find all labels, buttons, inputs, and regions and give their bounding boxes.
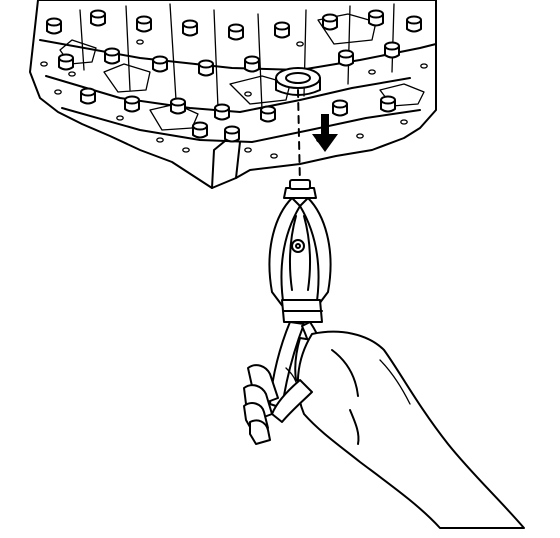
bolt-icon [224,125,240,143]
bolt-icon [274,21,290,39]
hole-icon [270,153,278,159]
hole-icon [54,89,62,95]
bolt-icon [338,49,354,67]
bolt-icon [332,99,348,117]
bolt-icon [182,19,198,37]
hand [243,330,525,529]
bolt-icon [90,9,106,27]
hole-icon [244,147,252,153]
hole-icon [182,147,190,153]
bolt-icon [368,9,384,27]
hole-icon [244,91,252,97]
valve-body-bolts [46,9,422,143]
bolt-icon [104,47,120,65]
bolt-icon [124,95,140,113]
bolt-icon [198,59,214,77]
hole-icon [40,61,48,67]
bolt-icon [244,55,260,73]
hole-icon [136,39,144,45]
bolt-icon [136,15,152,33]
bolt-icon [380,95,396,113]
hole-icon [356,133,364,139]
guide-line [297,89,301,187]
bolt-icon [80,87,96,105]
seal-remover-tool [268,179,332,409]
hole-icon [296,41,304,47]
bolt-icon [46,17,62,35]
bolt-icon [384,41,400,59]
bolt-icon [322,13,338,31]
hole-icon [68,71,76,77]
bolt-icon [152,55,168,73]
hole-icon [156,137,164,143]
arrow-down-icon [312,114,338,152]
bolt-icon [260,105,276,123]
bolt-icon [192,121,208,139]
hole-icon [116,115,124,121]
hole-icon [400,119,408,125]
bolt-icon [214,103,230,121]
hole-icon [368,69,376,75]
hole-icon [420,63,428,69]
bolt-icon [228,23,244,41]
bolt-icon [58,53,74,71]
bolt-icon [170,97,186,115]
bolt-icon [406,15,422,33]
